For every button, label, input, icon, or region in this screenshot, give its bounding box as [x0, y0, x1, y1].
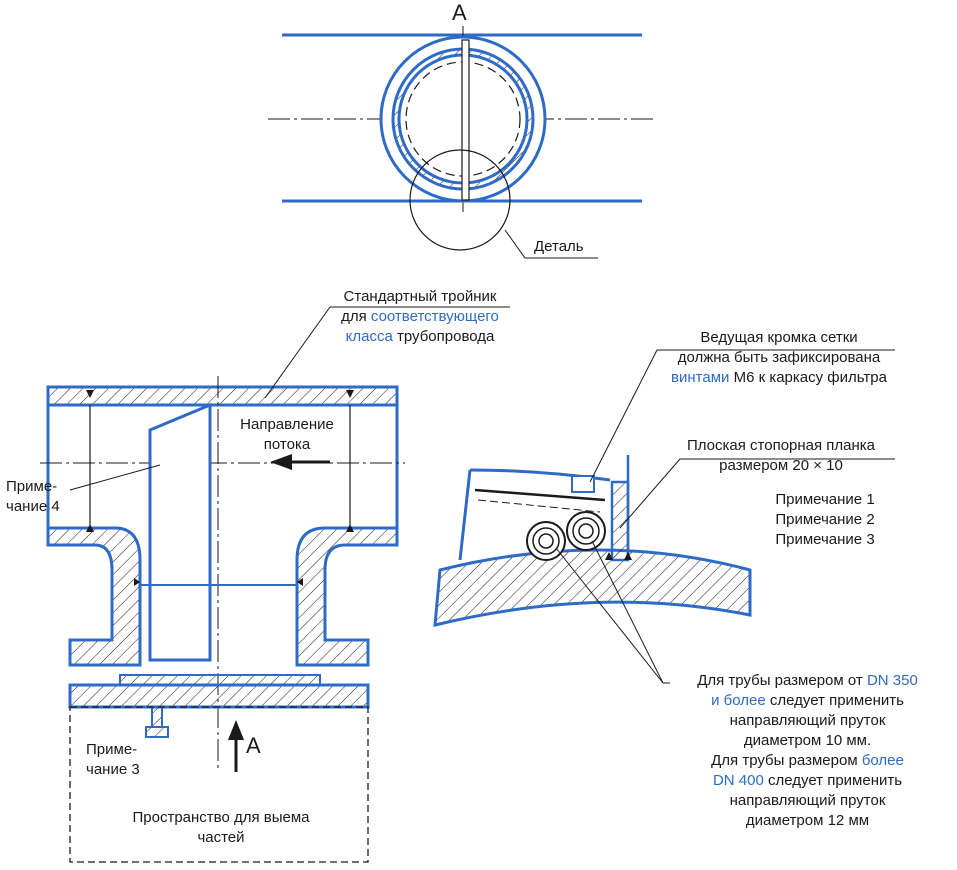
notes-list: Примечание 1 Примечание 2 Примечание 3: [760, 490, 890, 550]
note-4-label: Приме- чание 4: [6, 478, 60, 515]
section-mark-top: A: [452, 0, 467, 25]
section-mark-bottom: A: [246, 733, 261, 758]
flow-direction-label: Направление потока: [240, 416, 334, 453]
note-3-label: Приме- чание 3: [86, 741, 140, 778]
note-3: Примечание 3: [775, 531, 875, 548]
note-2: Примечание 2: [775, 511, 875, 528]
tee-line-2: для соответствующего: [341, 308, 499, 325]
tee-label: Стандартный тройник для соответствующего…: [300, 287, 540, 347]
tee-assembly: [40, 306, 510, 863]
retaining-plate-label: Плоская стопорная планка размером 20 × 1…: [686, 437, 876, 474]
tee-line-1: Стандартный тройник: [343, 288, 497, 305]
removal-space-label: Пространство для выема частей: [132, 809, 310, 846]
guide-rod-label: Для трубы размером от DN 350 и более сле…: [697, 672, 918, 829]
mesh-edge-label: Ведущая кромка сетки должна быть зафикси…: [671, 329, 887, 386]
detail-label: Деталь: [534, 238, 584, 255]
tee-line-3: класса трубопровода: [345, 328, 495, 345]
detail-view: [433, 349, 895, 684]
top-view: [268, 26, 655, 259]
note-1: Примечание 1: [775, 491, 875, 508]
